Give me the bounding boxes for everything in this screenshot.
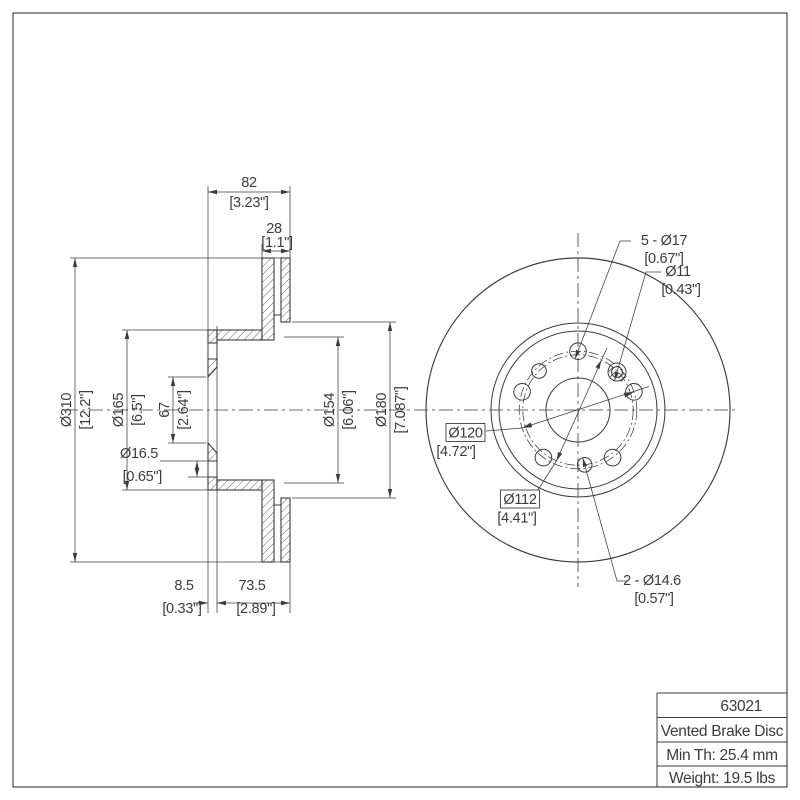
friction-inner-circle (490, 322, 666, 498)
dim-friction-inner-diameter-in: [7.087"] (393, 386, 409, 433)
bolt-hole (513, 383, 531, 401)
label-locating-holes-in: [0.57"] (634, 591, 673, 607)
dim-center-bore-mm: 67 (157, 402, 173, 418)
inboard-plate-top (261, 257, 275, 341)
hat-wall-seg3 (207, 441, 218, 462)
dim-hat-diameter-mm: Ø165 (111, 393, 127, 428)
section-view: 82 [3.23"] 28 [1.1"] 8.5 [0.33"] 73.5 [2… (59, 175, 736, 617)
stud-hole-top (207, 342, 218, 360)
front-geometry (425, 257, 731, 563)
front-annotations: 5 - Ø17 [0.67"] Ø11 [0.43"] Ø120 [4.72"]… (436, 233, 701, 607)
front-view: 5 - Ø17 [0.67"] Ø11 [0.43"] Ø120 [4.72"]… (425, 233, 731, 607)
label-bolt-circle-in: [4.72"] (436, 444, 475, 460)
min-thickness: Min Th: 25.4 mm (666, 747, 778, 764)
hat-wall-seg2 (207, 358, 218, 379)
dim-hat-inner-diameter-mm: Ø154 (322, 393, 338, 428)
locating-hole-circle (522, 354, 634, 466)
dim-overall-width-in: [3.23"] (229, 195, 268, 211)
bolt-hole (534, 448, 553, 467)
dim-outer-diameter-in: [12.2"] (78, 390, 94, 429)
dim-rotor-thickness-in: [1.1"] (261, 235, 293, 251)
dim-rotor-thickness-mm: 28 (266, 221, 282, 237)
hat-wall-seg1 (207, 329, 218, 344)
outer-diameter-circle (425, 257, 731, 563)
dim-hat-depth-in: [2.89"] (236, 601, 275, 617)
label-locating-circle-mm: Ø112 (503, 492, 536, 508)
dim-hat-offset-in: [0.33"] (162, 601, 201, 617)
center-bore-circle (545, 377, 611, 443)
hat-wall-seg4 (207, 476, 218, 491)
product-name: Vented Brake Disc (661, 723, 784, 740)
bolt-circle-label-box (445, 423, 486, 442)
dim-hat-offset-mm: 8.5 (174, 578, 193, 594)
bolt-hole (625, 383, 643, 401)
locating-hole (576, 457, 593, 473)
page-border (12, 12, 788, 788)
label-small-hole-mm: Ø11 (665, 264, 691, 280)
label-bolt-holes-mm: 5 - Ø17 (641, 233, 687, 249)
section-dimensions: 82 [3.23"] 28 [1.1"] 8.5 [0.33"] 73.5 [2… (59, 175, 409, 617)
hat-cylinder-bottom (216, 479, 263, 491)
dim-hat-inner-diameter-in: [6.06"] (341, 390, 357, 429)
stud-hole-bottom (207, 460, 218, 478)
title-block: 63021 Vented Brake Disc Min Th: 25.4 mm … (656, 692, 787, 787)
hat-cylinder-top (216, 329, 263, 341)
hat-flange-circle (498, 330, 658, 490)
dim-center-bore-in: [2.64"] (176, 390, 192, 429)
dim-hat-diameter-in: [6.5"] (130, 394, 146, 426)
locating-hole (531, 363, 547, 379)
small-hole-outer (607, 362, 627, 382)
small-hole-inner (611, 366, 623, 378)
label-locating-circle-in: [4.41"] (497, 511, 536, 527)
label-bolt-holes-in: [0.67"] (644, 251, 683, 267)
label-locating-holes-mm: 2 - Ø14.6 (623, 573, 681, 589)
dim-outer-diameter-mm: Ø310 (59, 393, 75, 428)
dim-stud-hole-mm: Ø16.5 (120, 446, 158, 462)
dim-friction-inner-diameter-mm: Ø180 (374, 393, 390, 428)
outboard-plate-bottom (280, 497, 291, 563)
bolt-hole (603, 448, 622, 467)
dim-overall-width-mm: 82 (241, 175, 257, 191)
inboard-plate-bottom (261, 479, 275, 563)
dim-hat-depth-mm: 73.5 (238, 578, 265, 594)
locating-circle-label-box (500, 489, 540, 509)
label-bolt-circle-mm: Ø120 (448, 426, 483, 442)
label-small-hole-in: [0.43"] (661, 282, 700, 298)
bolt-hole (569, 342, 587, 361)
outboard-plate-top (280, 257, 291, 323)
part-number: 63021 (720, 698, 762, 715)
weight: Weight: 19.5 lbs (669, 770, 776, 787)
dim-stud-hole-in: [0.65"] (123, 469, 162, 485)
